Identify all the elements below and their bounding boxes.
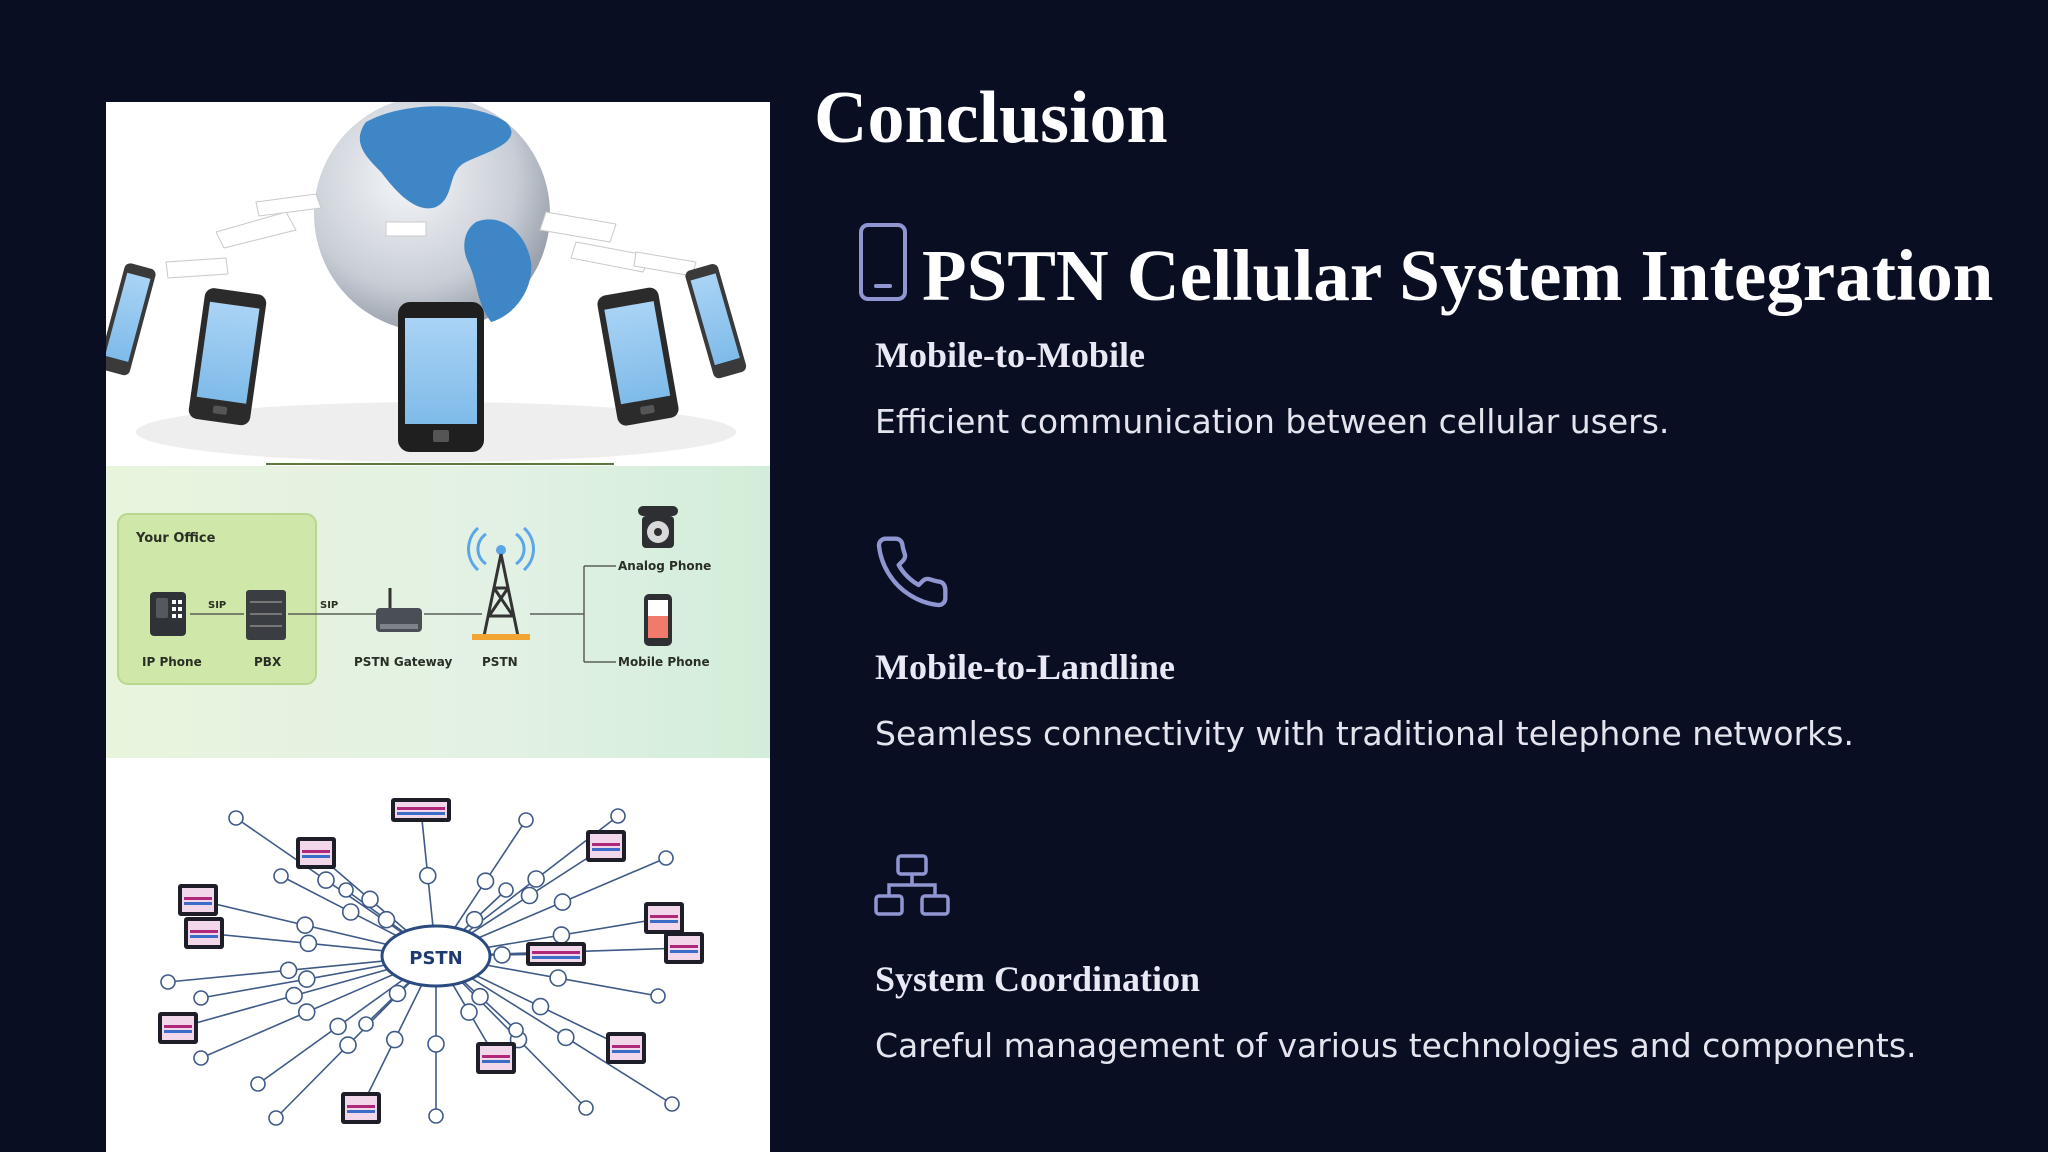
tablet-icon <box>178 884 218 916</box>
slide-title: Conclusion <box>814 77 1168 159</box>
laptop-icon <box>526 942 586 966</box>
smartphone-icon <box>597 287 679 426</box>
network-node <box>498 882 514 898</box>
network-node <box>578 1100 594 1116</box>
item-description-mobile-to-landline: Seamless connectivity with traditional t… <box>875 714 1854 753</box>
smartphone-icon <box>398 302 484 452</box>
network-node <box>273 868 289 884</box>
tablet-icon <box>606 1032 646 1064</box>
smartphone-icon <box>106 263 156 376</box>
item-heading-mobile-to-landline: Mobile-to-Landline <box>875 647 1176 687</box>
mobile-phone-icon <box>858 222 908 302</box>
pstn-gateway-diagram: Your Office IP Phone SIP <box>106 466 770 758</box>
tablet-icon <box>664 932 704 964</box>
network-node <box>650 988 666 1004</box>
network-node <box>193 990 209 1006</box>
smartphone-icon <box>685 264 747 379</box>
mobile-phone-icon <box>644 594 672 646</box>
item-heading-system-coordination: System Coordination <box>875 959 1201 999</box>
network-node <box>228 810 244 826</box>
network-node <box>610 808 626 824</box>
network-node <box>518 812 534 828</box>
item-description-mobile-to-mobile: Efficient communication between cellular… <box>875 402 1670 441</box>
mobile-phone-label: Mobile Phone <box>618 655 710 669</box>
ip-phone-icon <box>150 592 186 636</box>
pbx-label: PBX <box>254 655 282 669</box>
ip-phone-label: IP Phone <box>142 655 202 669</box>
globe-phones-image <box>106 102 770 466</box>
pstn-hub-label: PSTN <box>409 948 463 969</box>
router-icon <box>376 588 422 632</box>
network-hierarchy-icon <box>874 854 950 918</box>
pbx-server-icon <box>246 590 286 640</box>
item-heading-mobile-to-mobile: Mobile-to-Mobile <box>875 335 1145 375</box>
network-node <box>268 1110 284 1126</box>
sip-label: SIP <box>208 600 226 611</box>
analog-phone-label: Analog Phone <box>618 559 711 573</box>
network-node <box>358 1016 374 1032</box>
network-node <box>664 1096 680 1112</box>
network-node <box>658 850 674 866</box>
network-node <box>428 1108 444 1124</box>
gateway-label: PSTN Gateway <box>354 655 452 669</box>
network-node <box>250 1076 266 1092</box>
pstn-network-image: PSTN <box>106 758 770 1152</box>
network-node <box>193 1050 209 1066</box>
network-node <box>508 1022 524 1038</box>
pstn-hub <box>380 924 492 988</box>
tablet-icon <box>644 902 684 934</box>
item-description-system-coordination: Careful management of various technologi… <box>875 1026 1917 1065</box>
laptop-icon <box>391 798 451 822</box>
tablet-icon <box>476 1042 516 1074</box>
cell-tower-icon <box>467 526 535 640</box>
tablet-icon <box>184 917 224 949</box>
tablet-icon <box>296 837 336 869</box>
illustration-column: Your Office IP Phone SIP <box>106 102 770 1152</box>
network-node <box>160 974 176 990</box>
pstn-label: PSTN <box>482 655 518 669</box>
office-label: Your Office <box>135 531 216 546</box>
network-node <box>338 882 354 898</box>
smartphone-icon <box>188 288 267 426</box>
office-box <box>117 513 317 685</box>
section-title: PSTN Cellular System Integration <box>922 235 1994 316</box>
tablet-icon <box>586 830 626 862</box>
phone-handset-icon <box>872 532 952 612</box>
tablet-icon <box>158 1012 198 1044</box>
sip-label: SIP <box>320 600 338 611</box>
analog-phone-icon <box>638 506 678 548</box>
tablet-icon <box>341 1092 381 1124</box>
